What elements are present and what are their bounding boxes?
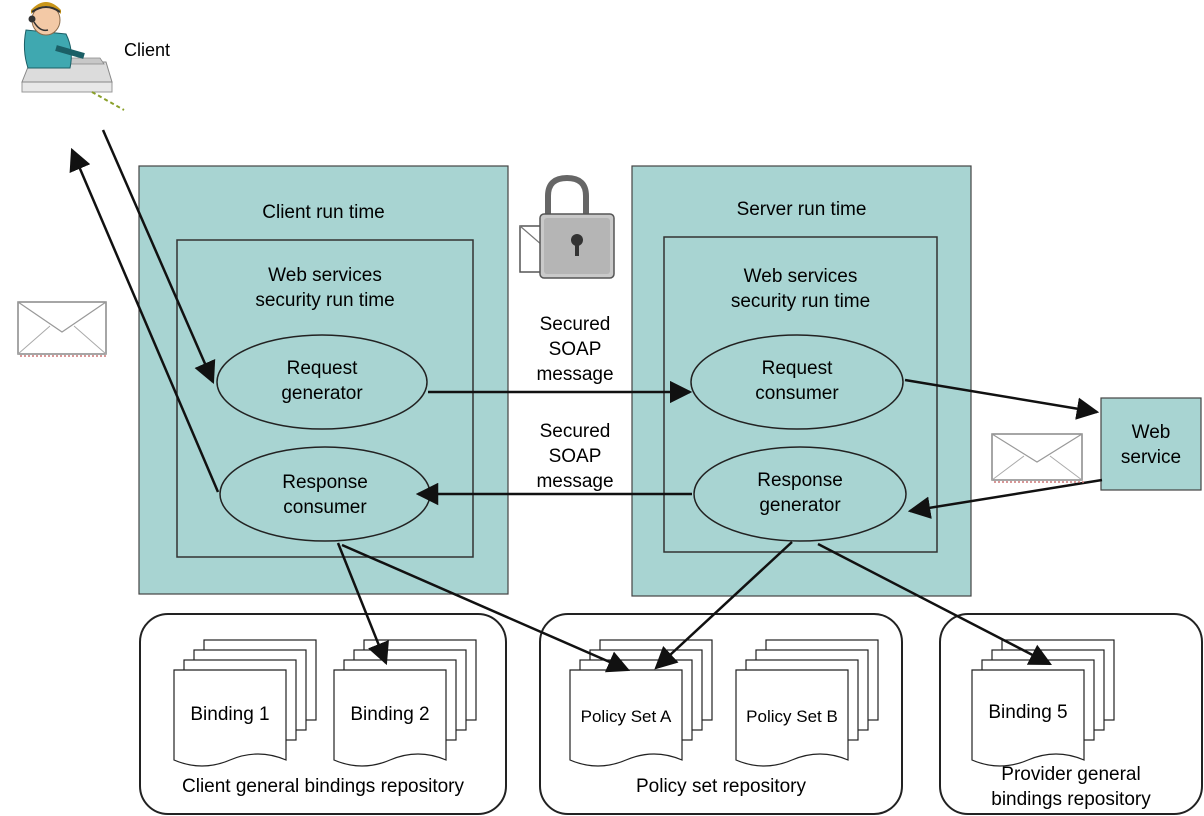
client-person-icon <box>21 2 125 111</box>
client-runtime-title: Client run time <box>262 202 385 223</box>
provider-repository-label-line2: bindings repository <box>991 789 1151 810</box>
secured-request-line3: message <box>536 364 614 385</box>
policy-set-repository-label: Policy set repository <box>635 776 806 797</box>
doc-label-binding-2: Binding 2 <box>350 704 430 725</box>
client-wss-title-line2: security run time <box>255 290 395 311</box>
request-consumer-line2: consumer <box>755 383 839 404</box>
arrow-consumer-to-bindings <box>336 542 389 666</box>
client-label: Client <box>124 40 171 60</box>
arrow-generator-to-provider-bindings <box>817 542 1052 666</box>
server-wss-title-line1: Web services <box>743 266 858 287</box>
doc-label-policy-set-b: Policy Set B <box>746 707 838 726</box>
web-service-line1: Web <box>1131 422 1171 443</box>
doc-label-policy-set-a: Policy Set A <box>580 707 672 726</box>
response-consumer-line1: Response <box>282 472 368 493</box>
doc-stack-binding-2 <box>333 639 477 767</box>
secured-response-line3: message <box>536 471 614 492</box>
request-consumer-line1: Request <box>761 358 833 379</box>
arrow-consumer-to-policy-set <box>341 543 631 673</box>
doc-label-binding-1: Binding 1 <box>190 704 270 725</box>
response-generator-line1: Response <box>757 470 843 491</box>
request-generator-node <box>216 334 428 430</box>
doc-label-binding-5: Binding 5 <box>988 702 1068 723</box>
arrow-client-to-request-generator <box>101 129 216 385</box>
web-service-box <box>1100 397 1202 491</box>
server-runtime-title: Server run time <box>736 199 867 220</box>
secured-response-line2: SOAP <box>548 446 602 467</box>
envelope-icon <box>991 433 1084 483</box>
secured-response-line1: Secured <box>539 421 611 442</box>
secured-request-line1: Secured <box>539 314 611 335</box>
arrow-generator-to-policy-set <box>654 541 793 670</box>
request-generator-line1: Request <box>286 358 358 379</box>
provider-repository-label-line1: Provider general <box>1001 764 1141 785</box>
doc-stack-binding-1 <box>173 639 317 767</box>
doc-stack-policy-set-b <box>735 639 879 767</box>
arrow-response-consumer-to-client <box>69 147 220 493</box>
response-generator-line2: generator <box>759 495 841 516</box>
request-generator-line2: generator <box>281 383 363 404</box>
client-wss-title-line1: Web services <box>268 265 382 286</box>
server-wss-title-line2: security run time <box>730 291 871 312</box>
client-repository-label: Client general bindings repository <box>182 776 464 797</box>
secured-request-line2: SOAP <box>548 339 602 360</box>
response-consumer-line2: consumer <box>283 497 367 518</box>
padlock-icon <box>519 174 615 279</box>
web-service-line2: service <box>1120 447 1182 468</box>
arrow-request-consumer-to-web-service <box>904 378 1100 420</box>
response-generator-node <box>693 446 907 542</box>
doc-stack-policy-set-a <box>569 639 713 767</box>
arrow-web-service-to-response-generator <box>907 478 1103 519</box>
envelope-icon <box>17 301 108 357</box>
